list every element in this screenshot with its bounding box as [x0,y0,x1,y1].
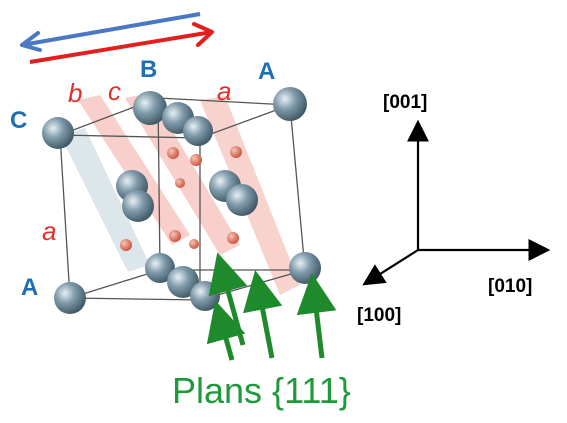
plane-c [125,93,240,255]
direction-axes [362,119,551,286]
plane-lower [60,128,150,272]
label-plane-a-left: a [42,216,57,246]
label-atom-A-top: A [258,58,276,85]
interstitial-atoms [120,146,242,251]
label-atom-B: B [140,56,158,83]
unit-cell-edges [59,97,306,301]
label-plane-b: b [68,78,83,108]
lattice-atoms [42,87,321,314]
label-direction-001: [001] [383,92,428,113]
red-slip-arrow [29,30,213,64]
blue-arrowhead [20,31,42,52]
label-direction-100: [100] [357,305,402,326]
label-atom-C: C [10,107,28,134]
label-atom-A-left: A [21,274,39,301]
axis-100 [362,249,419,286]
plane-b [78,95,190,245]
blue-slip-arrow [21,12,201,47]
slip-arrows [20,12,214,64]
red-arrowhead [192,22,214,47]
caption-planes: Plans {111} [172,370,351,411]
label-direction-010: [010] [488,276,533,297]
crystal-structure [42,87,337,361]
label-plane-a-top: a [217,76,232,106]
plane-normal-arrows [206,252,337,361]
label-plane-c: c [108,76,121,106]
